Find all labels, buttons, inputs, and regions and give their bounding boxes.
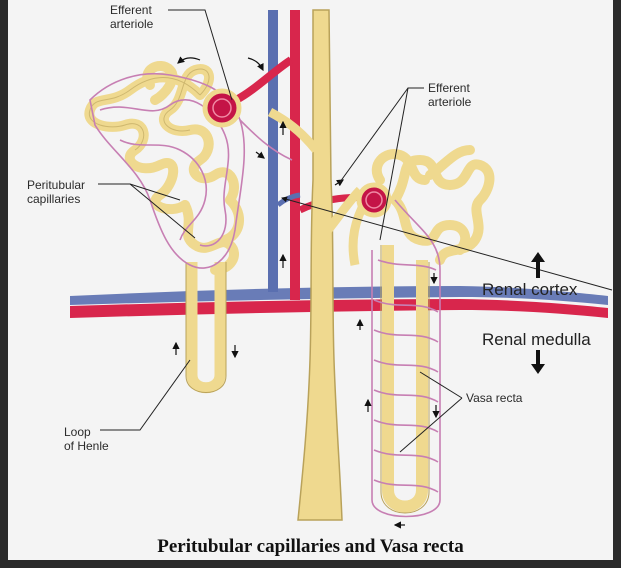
left-nephron-tubule-outline — [88, 68, 210, 151]
right-nephron-tubules — [371, 145, 495, 265]
collecting-duct-branch-right — [324, 186, 364, 233]
leader-lines — [98, 9, 613, 453]
afferent-branch-top — [234, 56, 294, 104]
label-loop-of-henle: Loop of Henle — [64, 425, 109, 453]
vein-branch — [276, 192, 301, 207]
flow-arrows — [172, 56, 440, 529]
left-loop-of-henle — [186, 262, 226, 394]
figure-caption: Peritubular capillaries and Vasa recta — [157, 536, 464, 557]
label-peritubular-capillaries: Peritubular capillaries — [27, 178, 86, 206]
label-renal-medulla: Renal medulla — [482, 330, 591, 349]
cortex-artery-band — [70, 299, 608, 318]
right-loop-of-henle — [382, 245, 428, 513]
label-renal-cortex: Renal cortex — [482, 280, 578, 299]
left-loop-outline — [185, 262, 227, 393]
interlobular-vein — [268, 10, 278, 292]
up-arrow-cortex — [531, 252, 545, 278]
glomerulus-right — [356, 182, 392, 218]
interlobular-artery — [290, 10, 300, 300]
glomerulus-right-inner — [365, 191, 383, 209]
down-arrow-medulla — [531, 350, 545, 374]
left-peritubular-mesh — [89, 72, 293, 269]
collecting-duct-branch-left — [267, 108, 320, 153]
label-efferent-arteriole-right: Efferent arteriole — [428, 81, 472, 109]
right-loop-outline — [380, 245, 430, 514]
label-vasa-recta: Vasa recta — [466, 391, 523, 405]
label-efferent-arteriole-top: Efferent arteriole — [110, 3, 154, 31]
cortex-vein-band — [70, 286, 608, 305]
glomerulus-top-inner — [212, 98, 232, 118]
vasa-recta-mesh — [371, 199, 441, 518]
glomerulus-top — [202, 88, 242, 128]
collecting-duct — [297, 9, 343, 521]
